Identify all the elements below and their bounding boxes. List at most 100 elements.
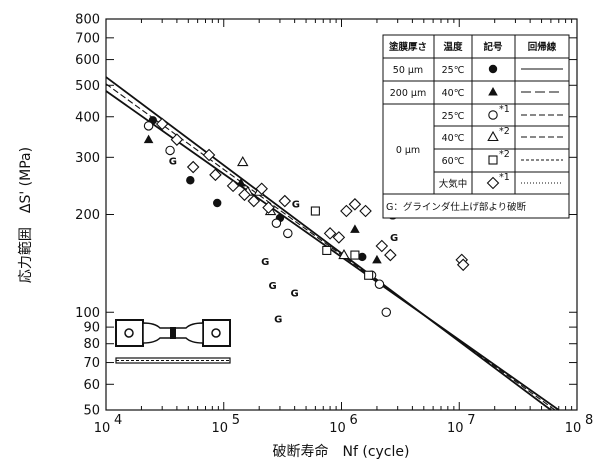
y-tick-label: 800 <box>75 13 100 28</box>
y-tick-label: 60 <box>83 378 100 393</box>
x-tick-label: 10 <box>94 421 111 436</box>
x-tick-label: 10 <box>329 421 346 436</box>
legend-temp-row3: 25℃ <box>442 111 465 122</box>
y-tick-label: 600 <box>75 53 100 68</box>
legend-header-line: 回帰線 <box>528 41 557 53</box>
data-point-open-diamond <box>209 168 222 182</box>
legend-temp-row4: 40℃ <box>442 133 465 144</box>
y-tick-label: 90 <box>83 321 100 336</box>
legend-symbol-open-triangle <box>487 130 499 142</box>
legend-temp-row2: 40℃ <box>442 88 465 99</box>
x-tick-label: 10 <box>447 421 464 436</box>
data-point-open-diamond <box>238 188 251 202</box>
x-tick-exponent: 5 <box>232 413 240 428</box>
annotation-g-label: G <box>390 233 398 244</box>
data-point-open-diamond <box>226 179 240 193</box>
y-tick-label: 80 <box>83 337 100 352</box>
data-point-filled-circle <box>186 176 195 185</box>
x-tick-exponent: 4 <box>114 413 122 428</box>
data-point-open-diamond <box>332 231 346 244</box>
data-point-filled-triangle <box>236 178 246 187</box>
data-point-open-diamond <box>247 194 261 208</box>
regression-line <box>105 90 560 411</box>
data-point-open-diamond <box>456 258 470 272</box>
y-tick-label: 700 <box>75 31 100 46</box>
annotation-g-label: G <box>291 288 299 299</box>
legend-mark-row4: *2 <box>499 126 510 137</box>
data-point-open-triangle <box>237 155 249 167</box>
data-point-open-square <box>350 250 360 260</box>
specimen-right-grip <box>202 319 231 347</box>
data-point-open-circle <box>374 279 385 289</box>
data-point-open-square <box>322 245 332 255</box>
specimen-left-grip <box>115 319 144 347</box>
data-point-filled-triangle <box>350 224 360 233</box>
x-tick-exponent: 8 <box>585 413 593 428</box>
y-tick-label: 50 <box>83 404 100 419</box>
legend-mark-row6: *1 <box>499 172 510 183</box>
data-point-open-diamond <box>359 204 372 218</box>
regression-line <box>105 76 552 411</box>
points-layer <box>143 116 470 317</box>
legend-thickness-50: 50 μm <box>393 65 423 76</box>
data-point-open-diamond <box>170 133 184 146</box>
data-point-open-diamond <box>255 182 268 196</box>
legend-header-temperature: 温度 <box>443 41 463 53</box>
data-point-open-diamond <box>375 239 389 253</box>
legend-temp-row5: 60℃ <box>442 156 465 167</box>
data-point-open-diamond <box>348 198 362 211</box>
legend-table: 塗膜厚さ 温度 記号 回帰線 50 μm 200 μm 0 μm 25℃ 40℃… <box>382 34 570 219</box>
data-point-open-diamond <box>340 204 353 218</box>
legend-symbols <box>486 64 500 190</box>
annotation-layer: GGGGGGGG <box>169 157 398 326</box>
legend-symbol-open-circle <box>488 110 498 120</box>
data-point-open-square <box>364 270 374 280</box>
data-point-open-diamond <box>202 148 216 162</box>
legend-header-symbol: 記号 <box>483 41 503 53</box>
legend-symbol-filled-triangle <box>488 87 498 96</box>
y-tick-label: 100 <box>75 306 100 321</box>
data-point-open-circle <box>283 228 293 239</box>
x-tick-exponent: 6 <box>350 413 358 428</box>
data-point-open-circle <box>381 307 392 317</box>
legend-symbol-open-square <box>488 155 498 165</box>
legend-thickness-0: 0 μm <box>396 145 420 156</box>
data-point-open-triangle <box>338 248 350 260</box>
legend-mark-row5: *2 <box>499 149 510 160</box>
legend-symbol-filled-circle <box>488 64 498 74</box>
specimen-left-hole <box>124 328 134 338</box>
data-point-filled-circle <box>213 198 222 208</box>
data-point-open-circle <box>271 218 282 228</box>
data-point-open-diamond <box>384 248 397 262</box>
legend-symbol-open-diamond <box>486 176 500 190</box>
data-point-filled-triangle <box>372 254 382 264</box>
data-point-open-diamond <box>323 227 337 240</box>
data-point-open-diamond <box>278 194 292 208</box>
specimen-right-hole <box>211 328 221 338</box>
data-point-open-diamond <box>155 117 169 131</box>
y-tick-label: 300 <box>75 151 100 166</box>
x-axis-title: 破断寿命 Nf (cycle) <box>273 443 410 460</box>
data-point-filled-triangle <box>143 134 154 144</box>
data-point-open-diamond <box>186 160 200 174</box>
data-point-open-circle <box>143 121 154 131</box>
annotation-g-label: G <box>261 257 269 268</box>
annotation-g-label: G <box>269 281 277 292</box>
legend-mark-row3: *1 <box>499 104 510 115</box>
x-tick-label: 10 <box>211 421 228 436</box>
y-tick-label: 500 <box>75 79 100 94</box>
annotation-g-label: G <box>169 157 177 168</box>
y-axis-title: 応力範囲 ΔS' (MPa) <box>17 147 34 283</box>
legend-temp-row6: 大気中 <box>439 178 468 190</box>
legend-thickness-200: 200 μm <box>390 88 426 99</box>
legend-header-thickness: 塗膜厚さ <box>389 41 427 53</box>
data-point-filled-circle <box>358 252 367 262</box>
legend-note: G：グラインダ仕上げ部より破断 <box>386 201 527 213</box>
y-tick-label: 70 <box>83 356 100 371</box>
data-point-open-square <box>310 206 320 216</box>
legend-temp-row1: 25℃ <box>442 65 465 76</box>
x-tick-label: 10 <box>565 421 582 436</box>
